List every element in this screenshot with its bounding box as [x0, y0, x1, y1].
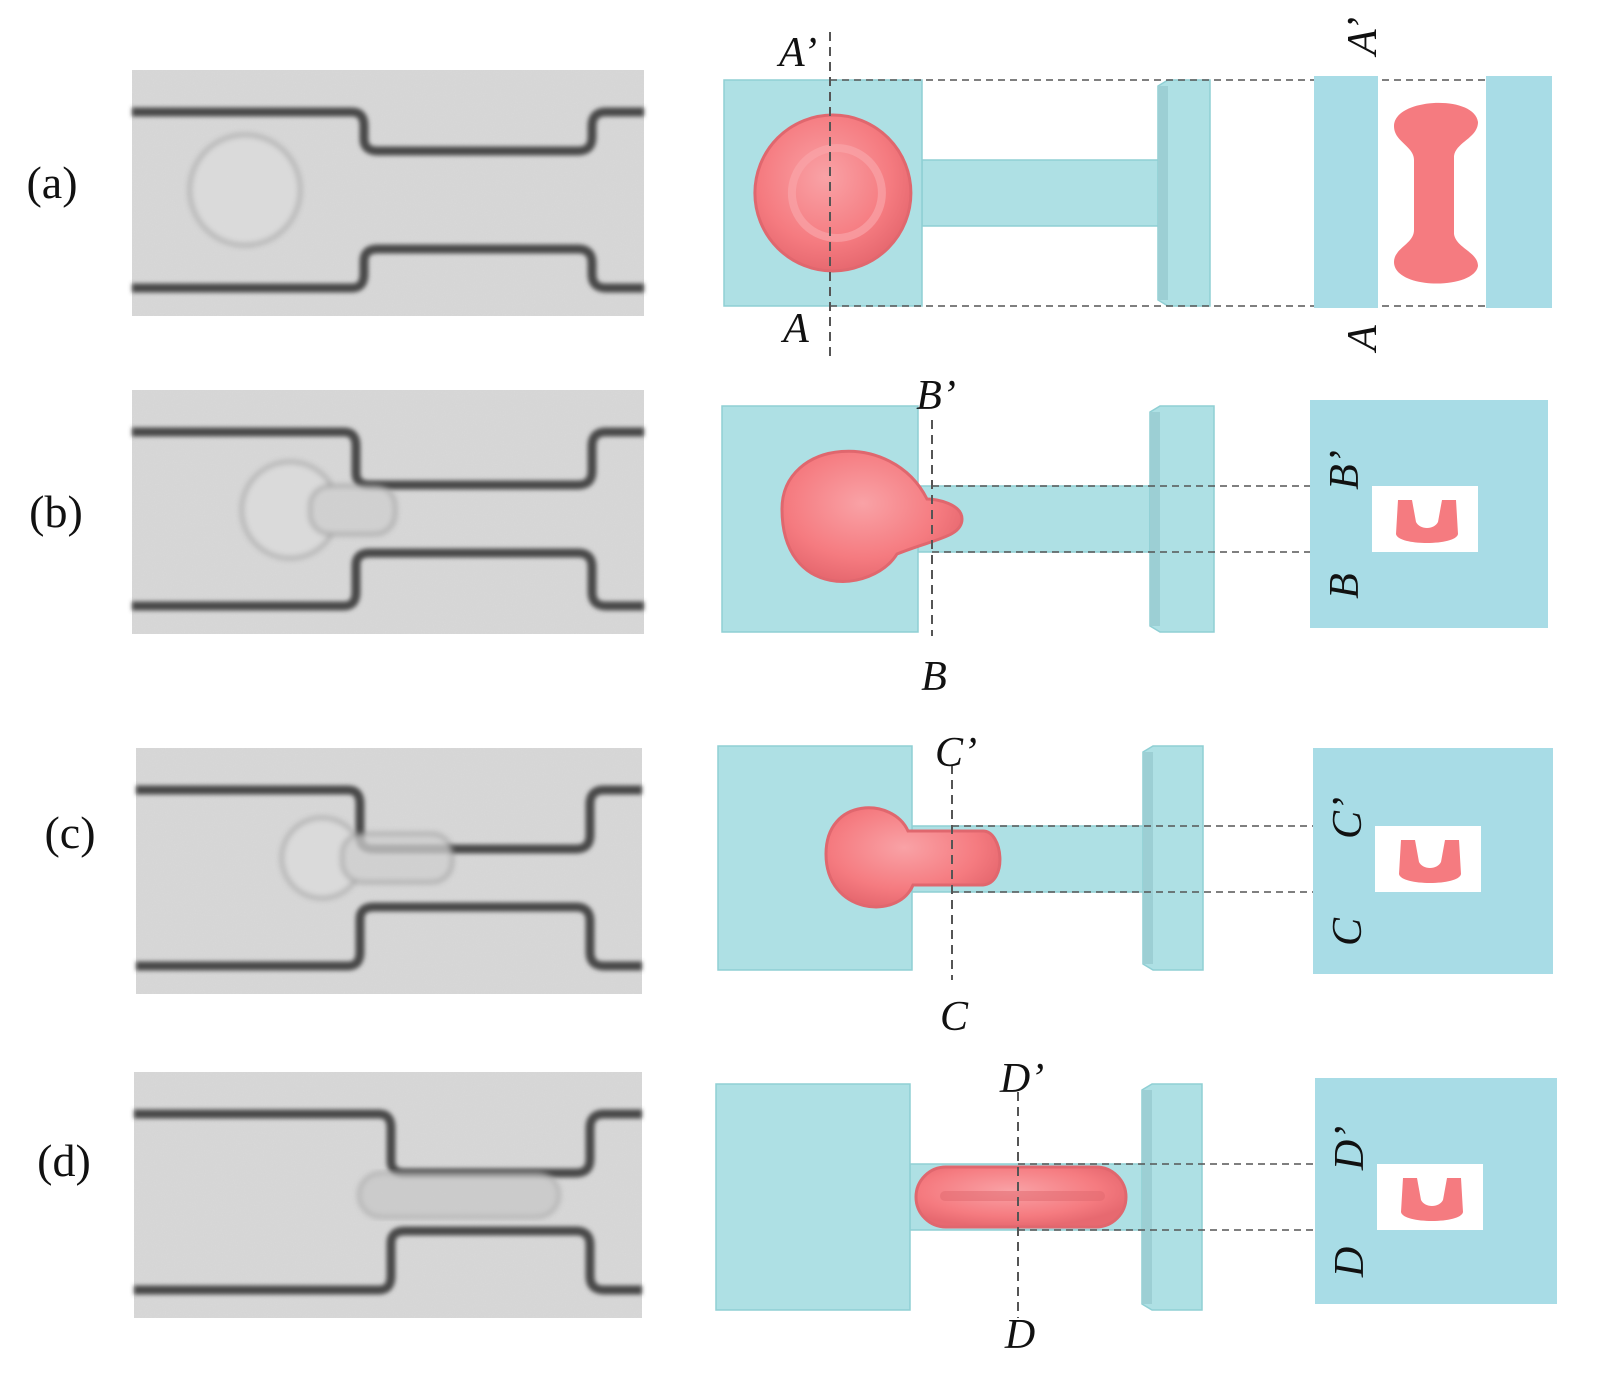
cell-section: [1394, 102, 1478, 284]
channel-top-wall: [132, 107, 644, 156]
micrograph-b: [132, 390, 644, 634]
channel-top-wall: [132, 427, 644, 490]
cell-silhouette: [280, 816, 454, 900]
model-c: [717, 745, 1478, 980]
cell-shape: [753, 113, 913, 273]
cross-label-bottom: B: [1322, 573, 1368, 599]
cross-section-a: [1314, 76, 1552, 308]
cross-label-top: D’: [1327, 1126, 1373, 1171]
cell-crease: [940, 1191, 1105, 1201]
panel-label-d: (d): [37, 1135, 91, 1186]
model-d: [715, 1083, 1482, 1318]
model-b: [721, 405, 1473, 636]
cross-label-top: C’: [1325, 797, 1371, 839]
inlet-chamber: [715, 1083, 911, 1311]
cross-label-top: A’: [1340, 17, 1386, 58]
outlet-slab-side: [1150, 412, 1160, 626]
section-wall-left: [1314, 76, 1378, 308]
cell-section: [1399, 840, 1461, 883]
label-layer: (a) A’ A A’ A (b) B’ B B’ B (c) C’ C C’ C (d) D’ D D’ D: [26, 17, 1386, 1358]
model-a: [723, 32, 1552, 362]
cell-section: [1396, 500, 1458, 543]
section-label-top: A’: [776, 30, 817, 76]
channel-bottom-wall: [132, 548, 644, 611]
outlet-slab-side: [1158, 86, 1168, 300]
cell-body: [753, 113, 913, 273]
model-column: [715, 32, 1552, 1318]
cross-section-column: [1310, 76, 1557, 1304]
outlet-slab-side: [1143, 752, 1153, 964]
cell-ring: [787, 144, 886, 242]
panel-label-b: (b): [29, 486, 83, 537]
cross-label-bottom: D: [1327, 1247, 1373, 1278]
section-label-bottom: D: [1004, 1312, 1035, 1358]
panel-label-a: (a): [26, 157, 77, 208]
channel-walls: [132, 427, 644, 611]
cell-shape: [780, 449, 964, 583]
cell-outline: [357, 1171, 561, 1219]
cell-body: [780, 449, 964, 583]
micro-channel: [921, 159, 1161, 227]
cross-label-top: B’: [1322, 450, 1368, 490]
channel-top-wall: [136, 785, 642, 854]
section-label-bottom: A: [780, 306, 809, 352]
section-wall-right: [1486, 76, 1552, 308]
cross-label-bottom: C: [1325, 917, 1371, 946]
micrograph-a: [132, 70, 644, 316]
cell-body: [824, 806, 1002, 909]
panel-label-c: (c): [44, 807, 95, 858]
cell-section: [1401, 1178, 1463, 1221]
channel-walls: [132, 107, 644, 293]
micrograph-column: [132, 70, 644, 1318]
cell-silhouette: [357, 1171, 561, 1219]
cross-label-bottom: A: [1340, 325, 1386, 354]
channel-walls: [136, 785, 642, 971]
section-label-top: C’: [935, 730, 977, 776]
cell-protrusion: [340, 832, 454, 884]
channel-bottom-wall: [136, 902, 642, 971]
outlet-slab-side: [1142, 1090, 1152, 1304]
cross-section-b: [1310, 400, 1548, 628]
cell-shape: [914, 1165, 1128, 1229]
micrograph-c: [136, 748, 642, 994]
cell-silhouette: [240, 460, 397, 560]
cross-section-d: [1315, 1078, 1557, 1304]
cross-section-c: [1313, 748, 1553, 974]
section-label-top: B’: [916, 373, 956, 419]
cell-outline: [188, 133, 302, 247]
section-label-top: D’: [999, 1056, 1044, 1102]
section-label-bottom: C: [940, 994, 969, 1040]
cell-silhouette: [188, 133, 302, 247]
micrograph-d: [134, 1072, 642, 1318]
cell-protrusion: [308, 484, 397, 536]
channel-bottom-wall: [132, 244, 644, 293]
section-label-bottom: B: [921, 654, 947, 700]
channel-bottom-wall: [134, 1226, 642, 1295]
cell-shape: [824, 806, 1002, 909]
